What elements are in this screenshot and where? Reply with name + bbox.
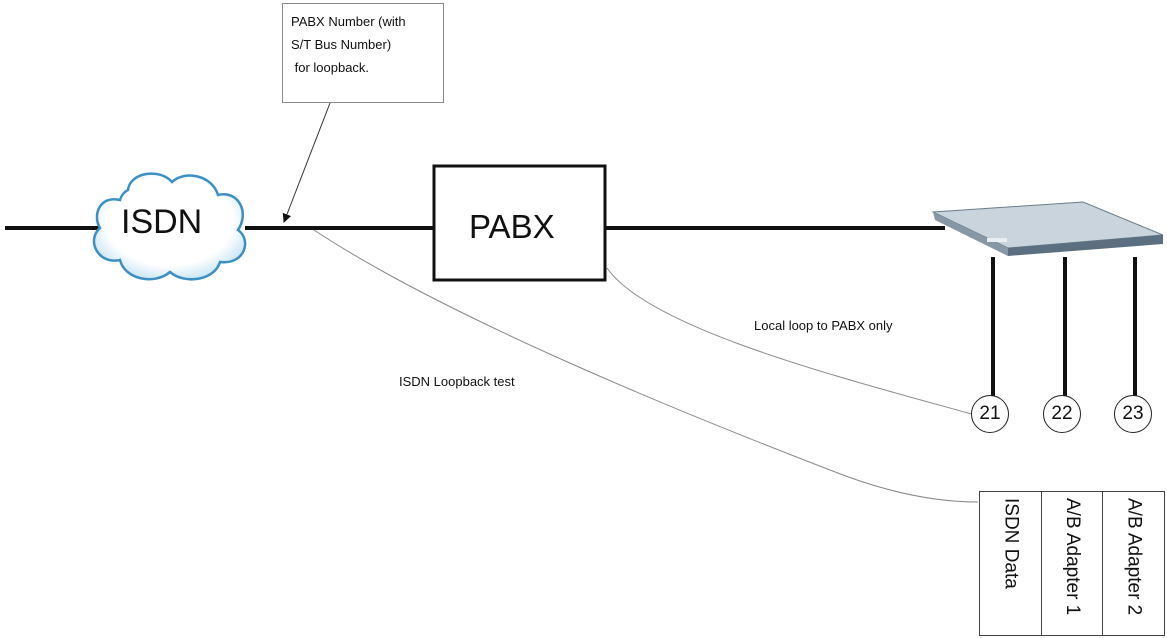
callout-arrow xyxy=(282,102,331,223)
pabx-box xyxy=(432,164,607,282)
port-23: 23 xyxy=(1114,395,1152,433)
router-device xyxy=(931,201,1164,256)
callout-line-2: S/T Bus Number) xyxy=(291,37,392,52)
isdn-loopback-curve xyxy=(313,229,979,503)
isdn-loopback-label: ISDN Loopback test xyxy=(399,374,515,389)
port-21: 21 xyxy=(971,395,1009,433)
pabx-label: PABX xyxy=(469,208,555,245)
legend-isdn-data: ISDN Data xyxy=(1000,498,1022,589)
legend-cell-ab-adapter-1: A/B Adapter 1 xyxy=(1042,492,1104,635)
port-22: 22 xyxy=(1043,395,1081,433)
legend-ab-adapter-2: A/B Adapter 2 xyxy=(1123,498,1145,616)
local-loop-curve xyxy=(606,267,976,416)
legend-ab-adapter-1: A/B Adapter 1 xyxy=(1062,498,1083,616)
loopback-callout: PABX Number (with S/T Bus Number) for lo… xyxy=(282,3,444,103)
port-legend: ISDN Data A/B Adapter 1 A/B Adapter 2 xyxy=(979,491,1165,636)
legend-cell-isdn-data: ISDN Data xyxy=(980,492,1042,635)
callout-line-1: PABX Number (with xyxy=(291,14,406,29)
legend-cell-ab-adapter-2: A/B Adapter 2 xyxy=(1103,492,1164,635)
callout-line-3: for loopback. xyxy=(291,60,370,75)
local-loop-label: Local loop to PABX only xyxy=(754,318,893,333)
isdn-cloud-label: ISDN xyxy=(121,203,203,241)
isdn-cloud xyxy=(92,172,247,281)
